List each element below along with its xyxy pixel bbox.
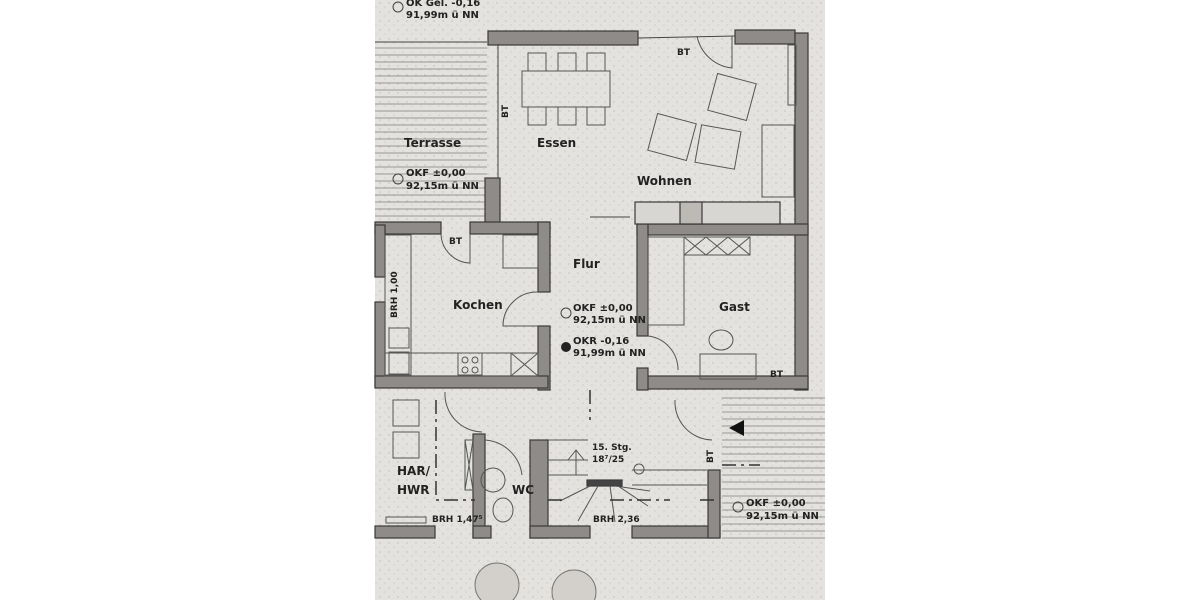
bt-entry: BT [706,449,716,463]
walls [374,29,809,539]
entrance-arrow-icon [729,420,744,436]
level-hall-okr-2: 91,99m ü NN [573,348,646,359]
entry-deck [722,392,825,544]
room-label-utility: HAR/ [397,464,431,478]
room-label-terrace: Terrasse [404,136,461,150]
bt-guest: BT [770,370,784,380]
tree-icon [474,562,520,600]
brh-utility: BRH 1,47⁵ [432,515,483,525]
room-label-dining: Essen [537,136,576,150]
level-markers: OK Gel. -0,16 91,99m ü NN OKF ±0,00 92,1… [392,0,819,522]
level-entry-1: OKF ±0,00 [746,498,806,509]
level-terrace-1: OKF ±0,00 [406,168,466,179]
bt-living: BT [677,48,691,58]
room-label-hall: Flur [573,257,600,271]
stairs-ratio: 18⁷/25 [592,455,624,465]
level-hall-okr-1: OKR -0,16 [573,336,629,347]
level-hall-okf-1: OKF ±0,00 [573,303,633,314]
stairs-count: 15. Stg. [592,443,632,453]
level-top-1: OK Gel. -0,16 [406,0,480,9]
level-hall-okf-2: 92,15m ü NN [573,315,646,326]
bt-kitchen: BT [449,237,463,247]
tree-icon [551,569,597,600]
terrace-deck [375,42,487,220]
level-top-2: 91,99m ü NN [406,10,479,21]
room-label-kitchen: Kochen [453,298,503,312]
room-label-living: Wohnen [637,174,692,188]
brh-kitchen: BRH 1,00 [390,271,400,318]
room-label-wc: WC [512,483,534,497]
brh-stairs: BRH 2,36 [593,515,640,525]
room-label-guest: Gast [719,300,750,314]
bt-dining: BT [501,104,511,118]
furniture [384,35,797,524]
level-terrace-2: 92,15m ü NN [406,181,479,192]
level-entry-2: 92,15m ü NN [746,511,819,522]
room-label-utility-2: HWR [397,483,430,497]
